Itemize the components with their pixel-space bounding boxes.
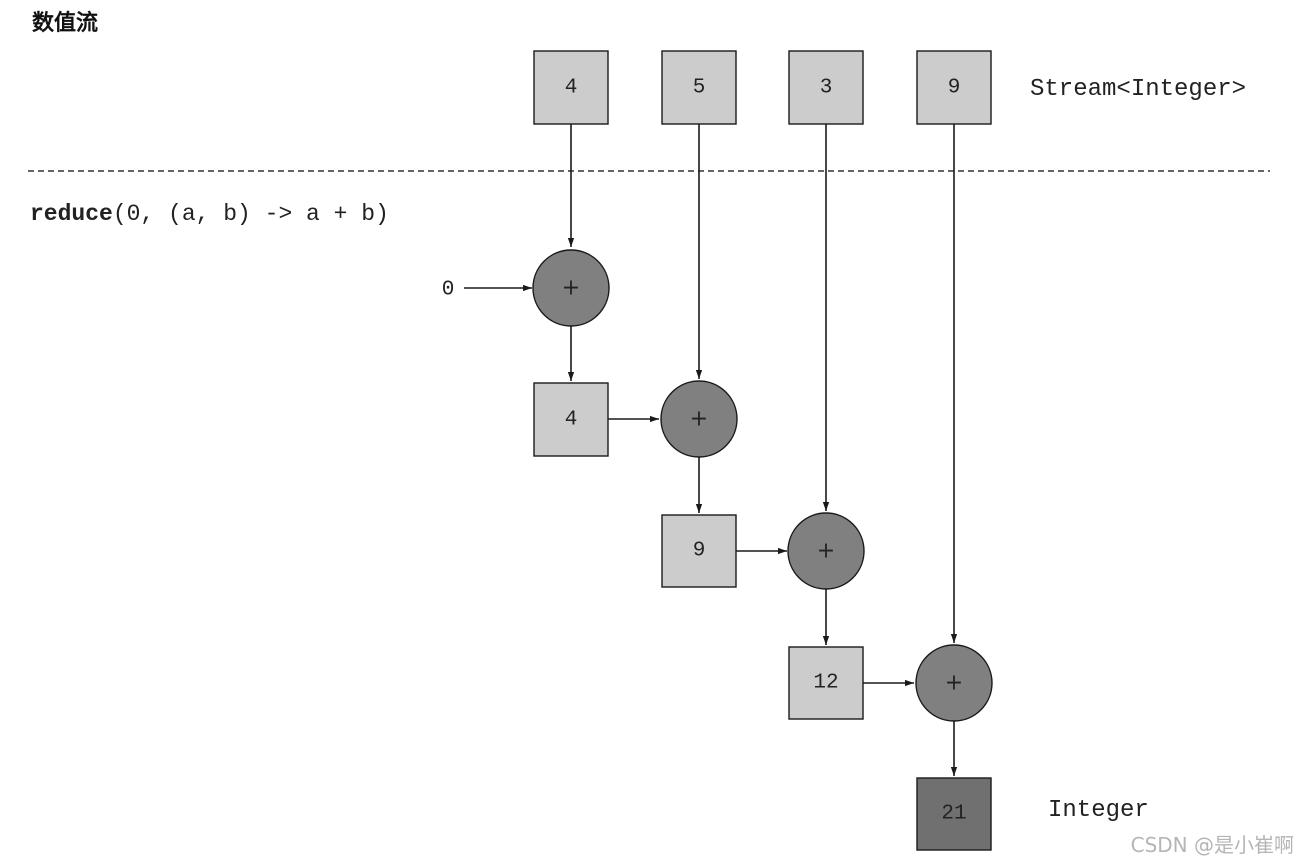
stream-element-box (788, 50, 864, 125)
plus-icon: + (690, 407, 708, 432)
partial-result-box (533, 382, 609, 457)
plus-icon: + (945, 671, 963, 696)
stream-element-label: 5 (693, 77, 706, 100)
partial-result-label: 9 (693, 540, 706, 563)
plus-icon: + (562, 276, 580, 301)
result-type-label: Integer (1048, 797, 1149, 824)
reduce-keyword: reduce (30, 201, 113, 227)
operator-nodes: + + + + (532, 249, 993, 722)
watermark: CSDN @是小崔啊 (1131, 833, 1294, 857)
stream-element-box (533, 50, 609, 125)
stream-type-label: Stream<Integer> (1030, 76, 1246, 103)
partial-result-label: 4 (565, 409, 578, 432)
final-result-box (916, 777, 992, 851)
stream-element-label: 9 (948, 77, 961, 100)
stream-element-label: 4 (565, 77, 578, 100)
stream-element-box (661, 50, 737, 125)
plus-icon: + (817, 539, 835, 564)
initial-value-label: 0 (442, 279, 455, 302)
partial-results: 4 9 12 (533, 382, 864, 720)
page-title: 数值流 (32, 10, 98, 36)
add-operator-node (787, 512, 865, 590)
stream-element-box (916, 50, 992, 125)
add-operator-node (660, 380, 738, 458)
add-operator-node (915, 644, 993, 722)
partial-result-box (788, 646, 864, 720)
final-result-label: 21 (941, 803, 966, 826)
partial-result-box (661, 514, 737, 588)
edges (464, 124, 958, 776)
stream-element-label: 3 (820, 77, 833, 100)
add-operator-node (532, 249, 610, 327)
stream-elements: 4 5 3 9 (533, 50, 992, 125)
reduce-args: (0, (a, b) -> a + b) (113, 201, 389, 227)
partial-result-label: 12 (813, 672, 838, 695)
reduce-expression: reduce(0, (a, b) -> a + b) (30, 201, 389, 227)
